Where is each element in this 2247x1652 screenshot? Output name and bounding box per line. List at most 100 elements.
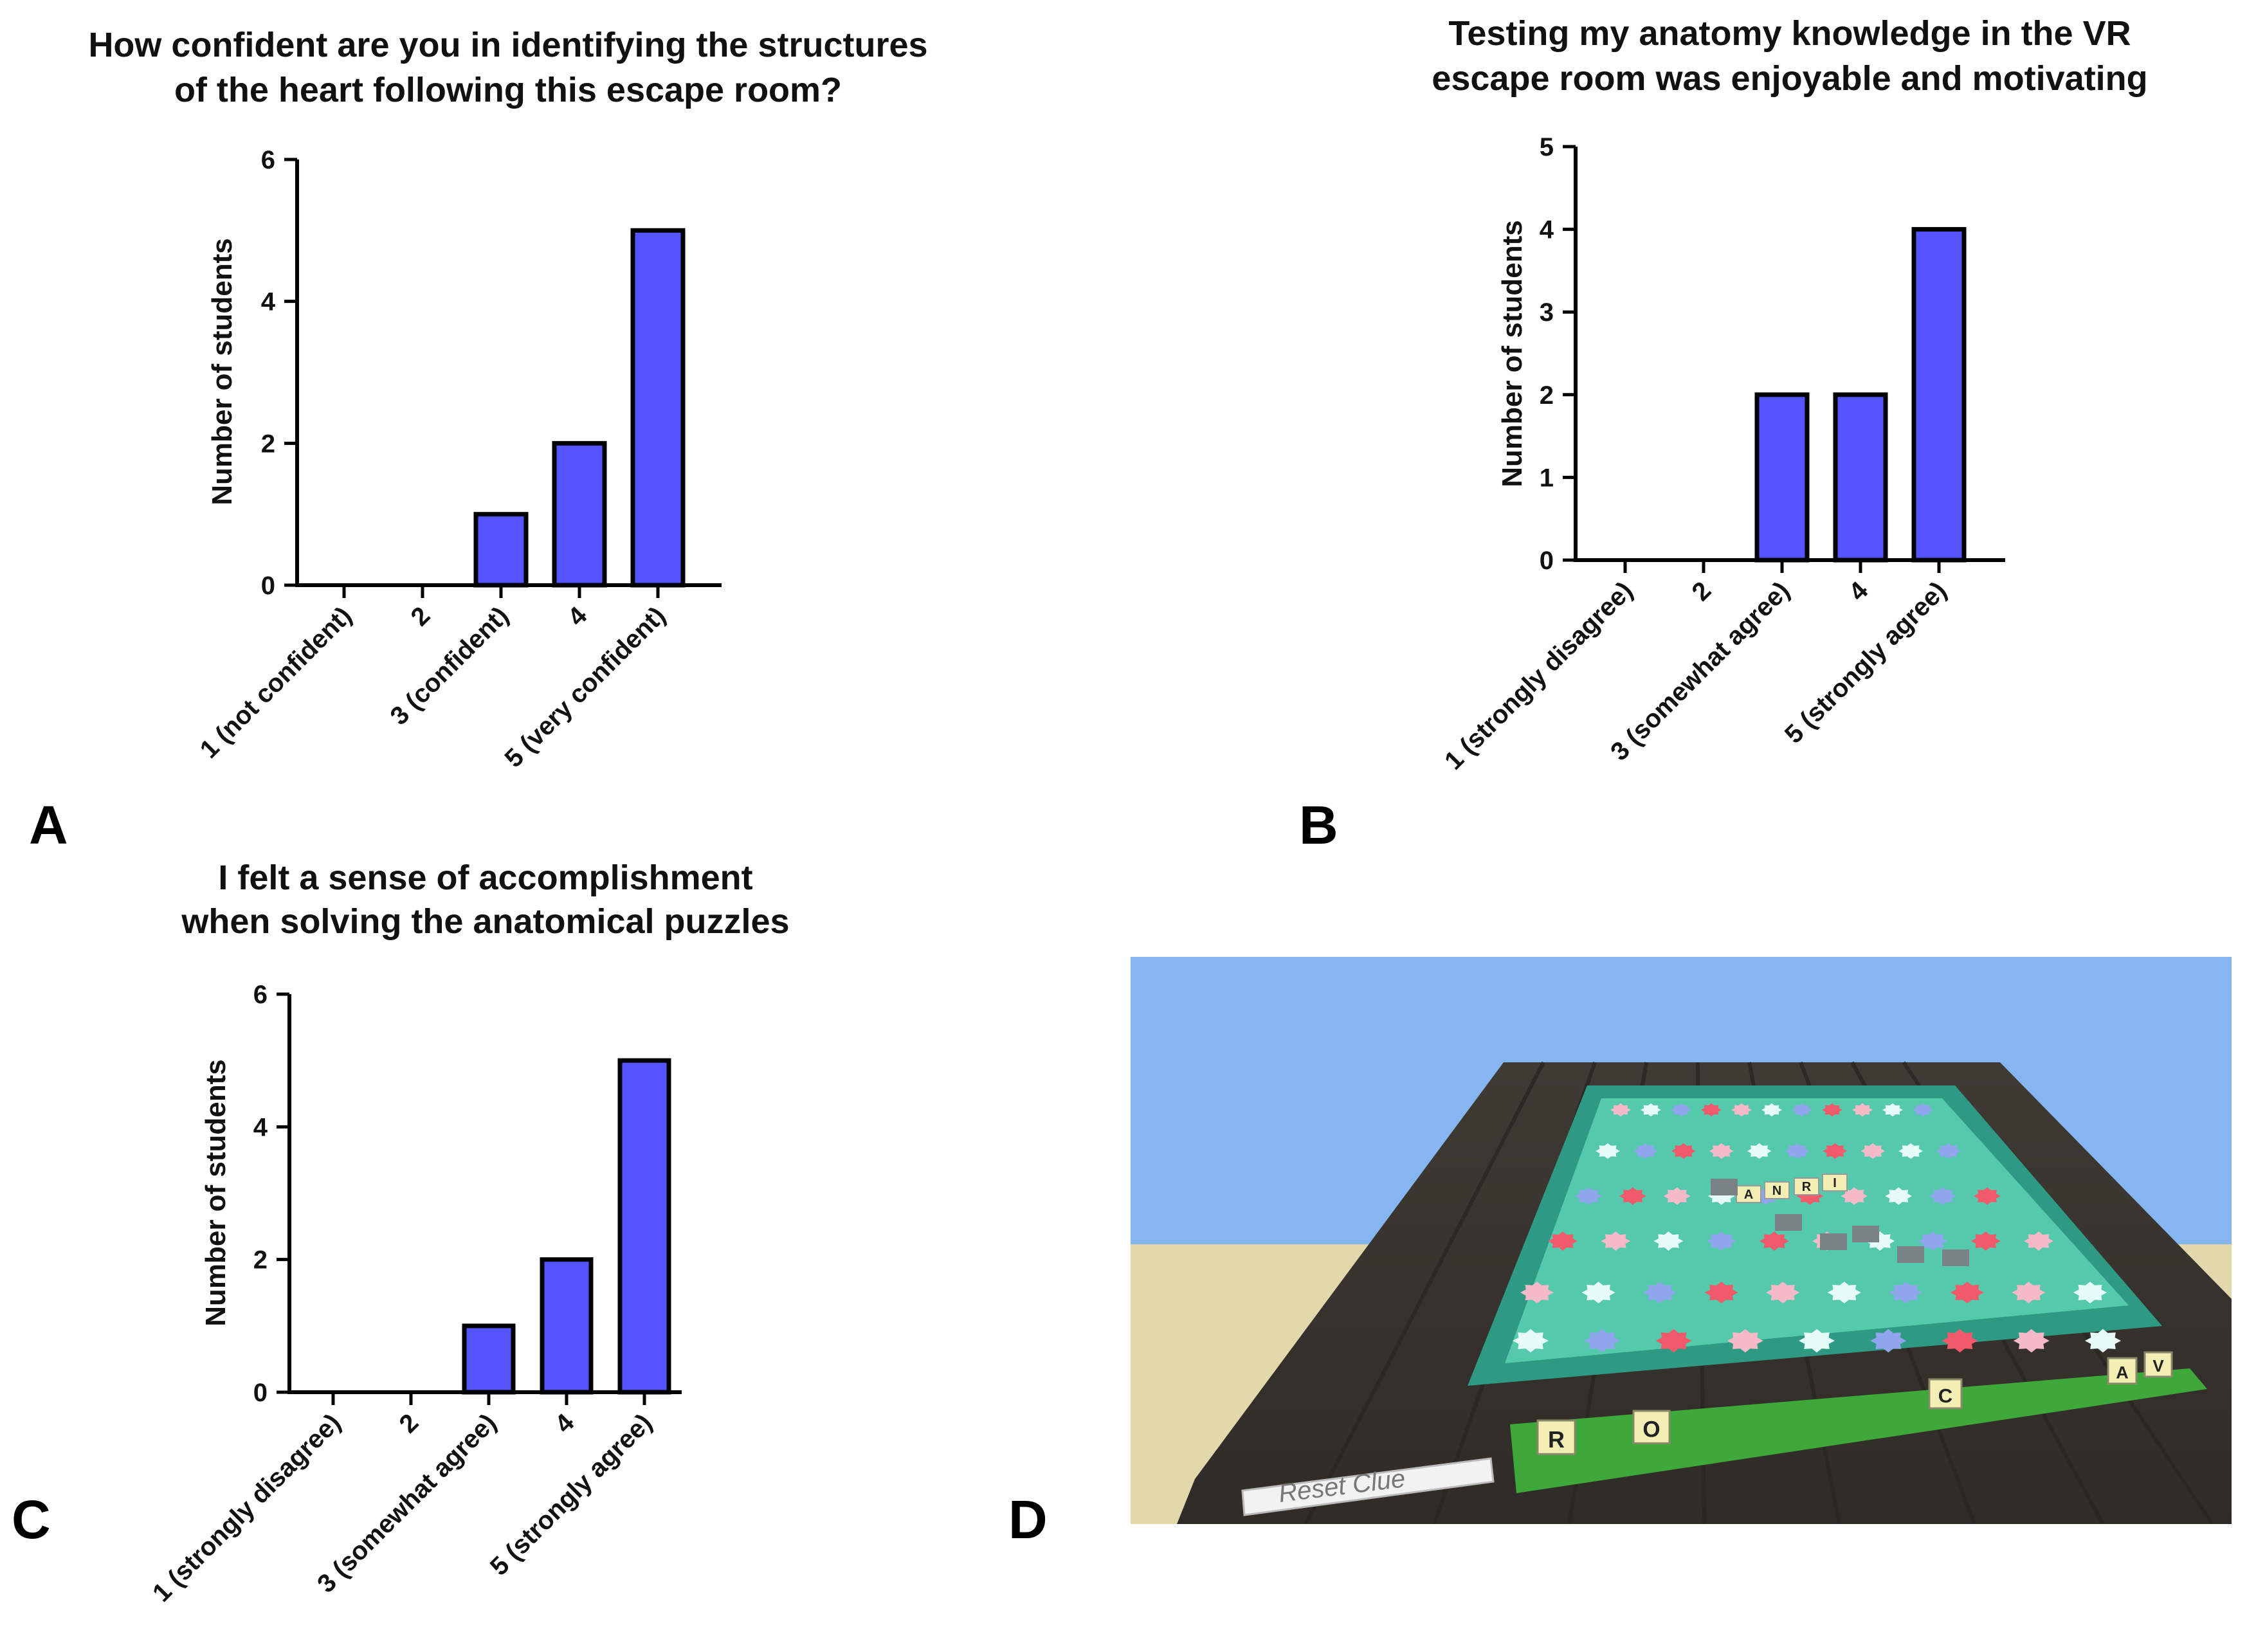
x-tick-label: 3 (confident) bbox=[385, 601, 514, 731]
tray-tile[interactable] bbox=[1928, 1378, 1963, 1410]
y-tick-label: 0 bbox=[261, 572, 275, 600]
board-star bbox=[1653, 1231, 1684, 1251]
board-star bbox=[1882, 1103, 1903, 1117]
y-tick-label: 4 bbox=[253, 1113, 268, 1141]
x-tick-label: 4 bbox=[1844, 576, 1874, 606]
chart-title-line: I felt a sense of accomplishment bbox=[218, 858, 752, 897]
board-empty-slot bbox=[1711, 1179, 1738, 1195]
board-star bbox=[1852, 1103, 1873, 1117]
board-star bbox=[1799, 1329, 1835, 1353]
board-star bbox=[1709, 1143, 1734, 1159]
y-tick-label: 3 bbox=[1540, 298, 1554, 327]
board-star bbox=[1913, 1103, 1933, 1117]
bar bbox=[552, 440, 607, 588]
board-star bbox=[1889, 1282, 1923, 1303]
y-tick-label: 5 bbox=[1540, 133, 1554, 161]
y-tick-label: 6 bbox=[261, 146, 275, 174]
board-star bbox=[2073, 1282, 2107, 1303]
board-star bbox=[1759, 1231, 1789, 1251]
board-star bbox=[1584, 1329, 1621, 1353]
bar bbox=[1911, 227, 1967, 563]
board-star bbox=[1619, 1187, 1646, 1205]
x-tick-label: 2 bbox=[394, 1408, 424, 1439]
x-tick-label: 2 bbox=[406, 601, 436, 631]
board-star bbox=[1822, 1103, 1842, 1117]
board-star bbox=[1929, 1187, 1957, 1205]
board-tile bbox=[1822, 1174, 1848, 1192]
board-star bbox=[1596, 1143, 1620, 1159]
board-star bbox=[1633, 1143, 1658, 1159]
bar bbox=[630, 228, 686, 588]
panel-letter-c: C bbox=[12, 1489, 51, 1550]
tray-tile[interactable] bbox=[1632, 1410, 1671, 1444]
board-star bbox=[1655, 1329, 1692, 1353]
chart-title-line: How confident are you in identifying the… bbox=[88, 26, 927, 64]
chart-panel-b: Testing my anatomy knowledge in the VRes… bbox=[1432, 14, 2147, 776]
panel-letter-a: A bbox=[29, 795, 68, 855]
bar bbox=[462, 1323, 516, 1395]
board-tile-letter: R bbox=[1802, 1180, 1812, 1194]
board-star bbox=[1548, 1231, 1578, 1251]
board-star bbox=[1870, 1329, 1907, 1353]
board-star bbox=[1841, 1187, 1868, 1205]
bar bbox=[617, 1058, 671, 1395]
board-star bbox=[1663, 1187, 1691, 1205]
x-tick-label: 1 (not confident) bbox=[195, 601, 358, 764]
board-star bbox=[1974, 1187, 2001, 1205]
chart-panel-c: I felt a sense of accomplishment when sol… bbox=[147, 858, 790, 1608]
panel-letter-d: D bbox=[1008, 1489, 1048, 1550]
y-tick-label: 4 bbox=[1540, 216, 1554, 244]
tray-tile-letter: V bbox=[2152, 1356, 2164, 1375]
tray-tile[interactable] bbox=[2143, 1351, 2173, 1378]
board-star bbox=[1581, 1282, 1615, 1303]
reset-clue-button[interactable]: Reset Clue bbox=[1241, 1457, 1495, 1516]
chart-title-line: of the heart following this escape room? bbox=[174, 71, 842, 109]
bar bbox=[473, 512, 529, 588]
panel-letter-b: B bbox=[1299, 795, 1338, 855]
y-tick-label: 6 bbox=[253, 981, 268, 1009]
x-tick-label: 3 (somewhat agree) bbox=[1605, 576, 1795, 766]
board-tile bbox=[1736, 1185, 1761, 1203]
board-star bbox=[1792, 1103, 1812, 1117]
chart-title-line: Testing my anatomy knowledge in the VR bbox=[1448, 14, 2131, 53]
chart-title-line: when solving the anatomical puzzles bbox=[181, 902, 789, 941]
y-tick-label: 2 bbox=[253, 1246, 268, 1275]
y-tick-label: 2 bbox=[261, 430, 275, 458]
board-star bbox=[1706, 1231, 1736, 1251]
x-tick-label: 3 (somewhat agree) bbox=[312, 1408, 502, 1598]
board-star bbox=[1643, 1282, 1677, 1303]
chart-panel-a: How confident are you in identifying the… bbox=[88, 26, 927, 773]
board-tile-letter: I bbox=[1833, 1176, 1837, 1190]
board-star bbox=[1731, 1103, 1752, 1117]
board-star bbox=[1701, 1103, 1722, 1117]
board-star bbox=[1942, 1329, 1978, 1353]
board-empty-slot bbox=[1775, 1214, 1802, 1231]
board-star bbox=[1727, 1329, 1763, 1353]
y-tick-label: 0 bbox=[253, 1379, 268, 1407]
board-empty-slot bbox=[1820, 1233, 1847, 1250]
y-axis-label: Number of students bbox=[206, 238, 238, 505]
board-star bbox=[1785, 1143, 1810, 1159]
tray-tile-letter: O bbox=[1642, 1417, 1660, 1442]
board-star bbox=[1766, 1282, 1800, 1303]
bar bbox=[540, 1257, 594, 1395]
board-star bbox=[1827, 1282, 1861, 1303]
board-star bbox=[1520, 1282, 1554, 1303]
letter-tray bbox=[1510, 1368, 2207, 1493]
x-tick-label: 2 bbox=[1687, 576, 1717, 606]
tray-tile[interactable] bbox=[1536, 1419, 1576, 1455]
board-star bbox=[1823, 1143, 1848, 1159]
y-tick-label: 0 bbox=[1540, 547, 1554, 575]
board-empty-slot bbox=[1897, 1246, 1924, 1263]
y-tick-label: 1 bbox=[1540, 464, 1554, 492]
board-star bbox=[2024, 1231, 2053, 1251]
tray-tile[interactable] bbox=[2107, 1357, 2138, 1385]
x-tick-label: 4 bbox=[563, 601, 593, 631]
board-star bbox=[1898, 1143, 1924, 1159]
board-tile bbox=[1764, 1181, 1790, 1199]
board-tile-letter: N bbox=[1772, 1184, 1781, 1198]
board-star bbox=[2013, 1329, 2050, 1353]
tray-tile-letter: R bbox=[1548, 1426, 1565, 1453]
